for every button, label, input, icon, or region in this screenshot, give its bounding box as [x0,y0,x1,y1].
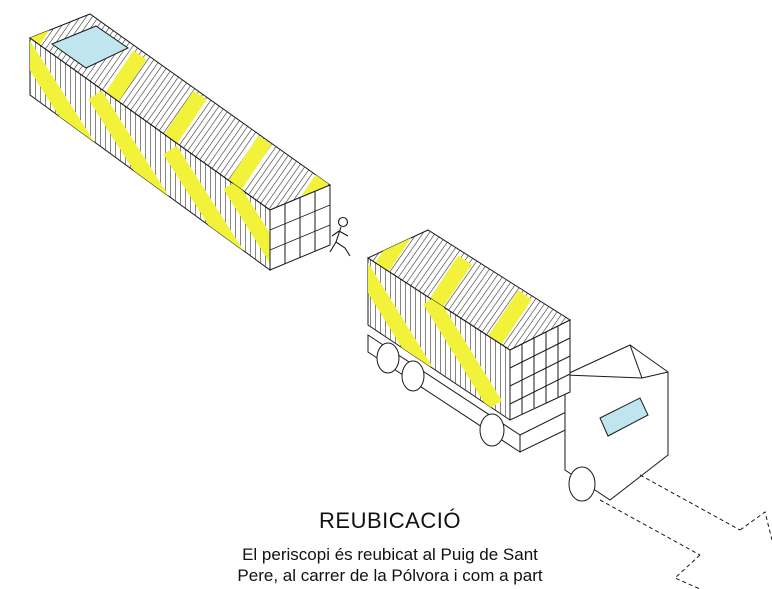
cab-window [599,397,649,437]
caption-line-2: Pere, al carrer de la Pólvora i com a pa… [237,566,543,585]
direction-arrow [599,474,772,589]
caption-line-1: El periscopi és reubicat al Puig de Sant [242,545,538,564]
wheel-4 [568,466,596,502]
container-periscope [28,13,332,271]
wheel-2 [401,360,425,392]
truck [367,334,669,502]
caption-body: El periscopi és reubicat al Puig de Sant… [190,544,590,589]
caption-title: REUBICACIÓ [319,508,461,533]
person-figure [329,216,351,257]
skylight-glass [50,25,129,69]
container-on-truck [366,229,572,421]
wheel-1 [376,342,400,374]
wheel-3 [479,413,505,447]
